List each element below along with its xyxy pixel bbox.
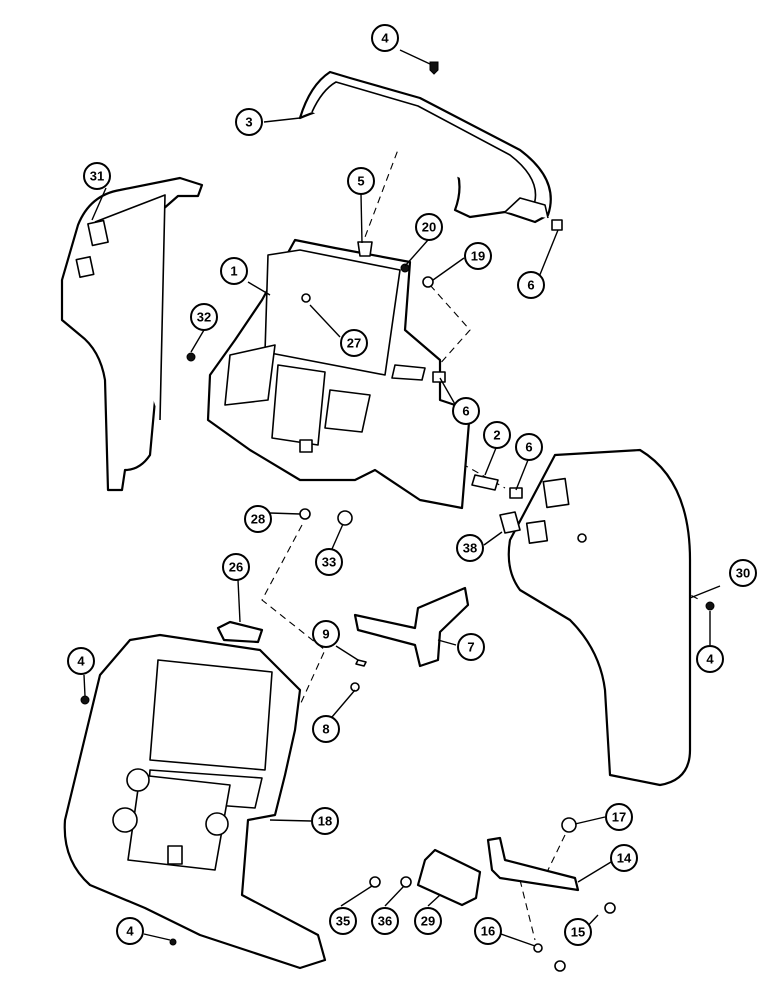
callout-19: 19	[464, 242, 492, 270]
callout-8: 8	[312, 715, 340, 743]
part-trim-strip	[216, 620, 264, 644]
svg-text:33: 33	[322, 555, 336, 570]
callout-14: 14	[610, 844, 638, 872]
svg-text:14: 14	[617, 851, 632, 866]
svg-text:29: 29	[421, 914, 435, 929]
svg-text:30: 30	[736, 566, 750, 581]
part-plate-29	[416, 848, 482, 907]
part-bracket-14	[486, 836, 580, 892]
svg-text:35: 35	[336, 914, 350, 929]
svg-text:9: 9	[322, 627, 329, 642]
svg-text:32: 32	[197, 310, 211, 325]
callout-4-right: 4	[696, 645, 724, 673]
callout-16: 16	[474, 917, 502, 945]
callout-9: 9	[312, 620, 340, 648]
callout-6-lower: 6	[515, 433, 543, 461]
svg-text:15: 15	[571, 925, 585, 940]
callout-17: 17	[605, 803, 633, 831]
callout-6-top-right: 6	[517, 271, 545, 299]
svg-text:36: 36	[378, 914, 392, 929]
svg-text:16: 16	[481, 924, 495, 939]
svg-text:26: 26	[229, 560, 243, 575]
svg-text:5: 5	[357, 174, 364, 189]
svg-text:6: 6	[525, 440, 532, 455]
callout-26: 26	[222, 553, 250, 581]
svg-text:3: 3	[245, 115, 252, 130]
callout-4-left: 4	[67, 647, 95, 675]
svg-text:18: 18	[318, 814, 332, 829]
svg-text:6: 6	[462, 404, 469, 419]
part-bracket-7	[353, 586, 470, 668]
callout-31: 31	[83, 162, 111, 190]
callout-2: 2	[483, 421, 511, 449]
part-dash-frame	[206, 238, 472, 510]
callout-27: 27	[340, 329, 368, 357]
svg-text:1: 1	[230, 264, 237, 279]
part-lower-dash-panel	[63, 633, 327, 970]
callout-4-top: 4	[371, 24, 399, 52]
svg-text:31: 31	[90, 169, 104, 184]
svg-text:27: 27	[347, 336, 361, 351]
callout-30: 30	[729, 559, 757, 587]
callout-33: 33	[315, 548, 343, 576]
svg-text:7: 7	[467, 640, 474, 655]
callout-35: 35	[329, 907, 357, 935]
callout-32: 32	[190, 303, 218, 331]
svg-text:28: 28	[251, 512, 265, 527]
callout-5: 5	[347, 167, 375, 195]
callout-29: 29	[414, 907, 442, 935]
callout-38: 38	[456, 534, 484, 562]
callout-3: 3	[235, 108, 263, 136]
svg-text:38: 38	[463, 541, 477, 556]
small-hardware	[80, 61, 715, 972]
callout-36: 36	[371, 907, 399, 935]
svg-text:19: 19	[471, 249, 485, 264]
part-right-pillar-cover	[507, 448, 692, 787]
callout-4-bottom: 4	[116, 917, 144, 945]
callout-1: 1	[220, 257, 248, 285]
svg-text:6: 6	[527, 278, 534, 293]
svg-text:20: 20	[422, 220, 436, 235]
callout-15: 15	[564, 918, 592, 946]
svg-text:2: 2	[493, 428, 500, 443]
svg-text:4: 4	[706, 652, 714, 667]
svg-text:17: 17	[612, 810, 626, 825]
callout-18: 18	[311, 807, 339, 835]
svg-text:8: 8	[322, 722, 329, 737]
callout-6-middle: 6	[452, 397, 480, 425]
part-top-cover	[298, 70, 552, 224]
callout-7: 7	[457, 633, 485, 661]
svg-text:4: 4	[381, 31, 389, 46]
callout-20: 20	[415, 213, 443, 241]
svg-text:4: 4	[126, 924, 134, 939]
callout-28: 28	[244, 505, 272, 533]
part-left-pillar-cover	[60, 176, 204, 492]
svg-text:4: 4	[77, 654, 85, 669]
